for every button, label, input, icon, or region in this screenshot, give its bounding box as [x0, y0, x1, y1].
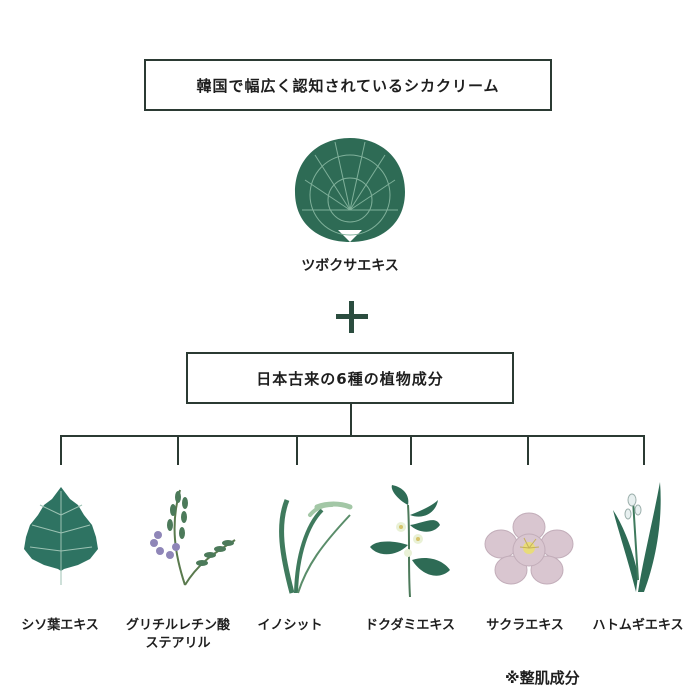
tree-bar — [60, 435, 645, 437]
dokudami-plant-icon — [370, 485, 450, 598]
ingredient-label-sakura: サクラエキス — [486, 618, 564, 633]
licorice-plant-icon — [150, 489, 236, 586]
ingredient-label-dokudami: ドクダミエキス — [364, 618, 456, 633]
footnote: ※整肌成分 — [505, 669, 580, 687]
plus-icon-vertical — [349, 301, 354, 333]
ingredient-label-shiso: シソ葉エキス — [21, 618, 99, 633]
centella-leaf-icon — [295, 138, 405, 242]
header-title-box: 韓国で幅広く認知されているシカクリーム — [144, 59, 552, 111]
rice-plant-icon — [279, 499, 353, 594]
cherry-blossom-icon — [484, 512, 574, 585]
tree-drop — [177, 435, 179, 465]
shiso-leaf-icon — [24, 487, 98, 585]
tree-drop — [60, 435, 62, 465]
section-title: 日本古来の6種の植物成分 — [256, 369, 444, 388]
tree-drop — [527, 435, 529, 465]
ingredient-label-inositol: イノシット — [257, 618, 323, 633]
ingredient-label-hatomugi: ハトムギエキス — [592, 618, 684, 633]
main-ingredient-label: ツボクサエキス — [301, 258, 399, 274]
ingredient-label-licorice: グリチルレチン酸 ステアリル — [125, 618, 230, 651]
job-tears-plant-icon — [613, 482, 661, 592]
tree-drop — [643, 435, 645, 465]
header-title: 韓国で幅広く認知されているシカクリーム — [196, 76, 500, 95]
tree-drop — [410, 435, 412, 465]
tree-drop — [296, 435, 298, 465]
tree-stem — [350, 404, 352, 436]
section-title-box: 日本古来の6種の植物成分 — [186, 352, 514, 404]
